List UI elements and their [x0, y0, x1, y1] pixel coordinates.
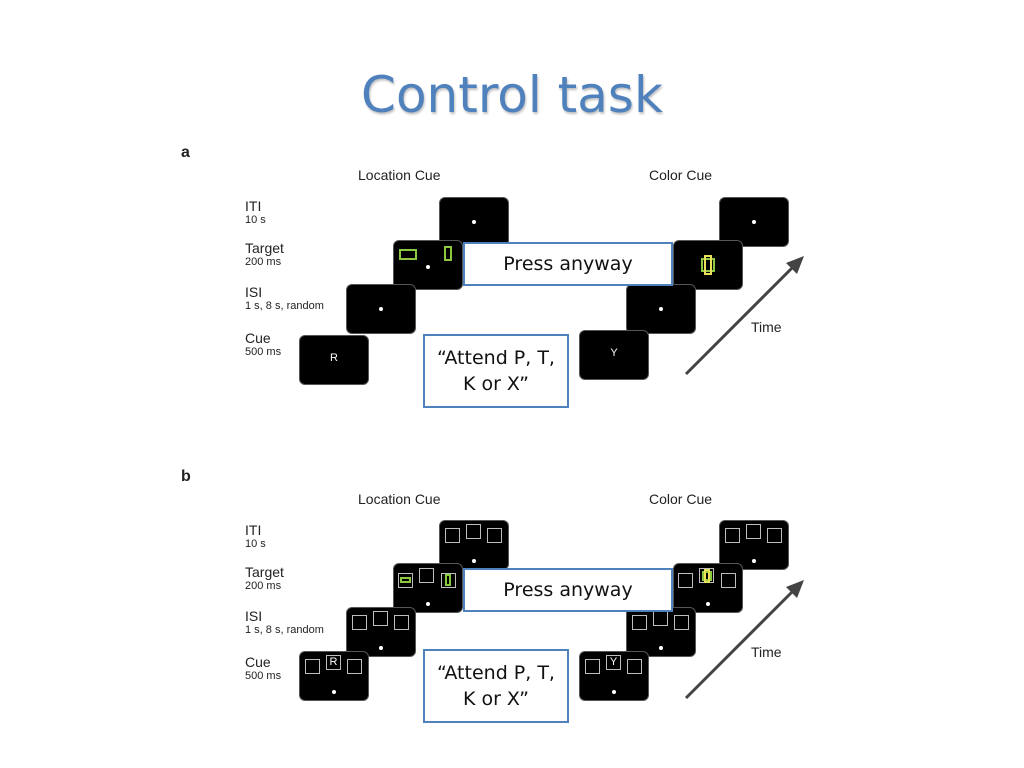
attend-callout: “Attend P, T, K or X” — [423, 334, 569, 408]
green-target-rect — [399, 249, 417, 260]
location-cue-heading: Location Cue — [358, 167, 441, 183]
placeholder-square — [678, 573, 693, 588]
green-target-square — [701, 258, 715, 272]
attend-line: K or X” — [462, 373, 530, 395]
attend-line: “Attend P, T, — [437, 662, 555, 684]
placeholder-square — [347, 659, 362, 674]
yellow-target-rect — [704, 569, 710, 583]
green-target-square — [702, 571, 712, 581]
iti-screen — [719, 197, 789, 247]
color-cue-heading: Color Cue — [649, 167, 713, 183]
panel-letter: b — [181, 468, 191, 485]
press-anyway-callout: Press anyway — [463, 242, 673, 286]
location-cue-heading: Location Cue — [358, 491, 441, 507]
fixation-dot — [332, 690, 336, 694]
cue-screen: Y — [579, 651, 649, 701]
fixation-dot — [379, 307, 383, 311]
placeholder-square — [305, 659, 320, 674]
time-label: Time — [751, 644, 782, 660]
cue-screen: R — [299, 335, 369, 385]
placeholder-square — [441, 573, 456, 588]
green-target-rect — [400, 577, 411, 583]
press-anyway-callout: Press anyway — [463, 568, 673, 612]
attend-line: K or X” — [462, 688, 530, 710]
fixation-dot — [472, 220, 476, 224]
placeholder-square — [746, 524, 761, 539]
green-target-rect — [445, 574, 451, 586]
time-arrow — [684, 580, 804, 700]
yellow-target-rect — [704, 255, 712, 275]
cue-letter: R — [330, 352, 338, 364]
color-cue-heading: Color Cue — [649, 491, 713, 507]
placeholder-square — [674, 615, 689, 630]
iti-screen — [719, 520, 789, 570]
target-screen — [673, 563, 743, 613]
placeholder-square — [721, 573, 736, 588]
isi-screen — [346, 607, 416, 657]
fixation-dot — [659, 646, 663, 650]
placeholder-square — [487, 528, 502, 543]
fixation-dot — [706, 602, 710, 606]
placeholder-square — [653, 611, 668, 626]
slide-title: Control task — [361, 66, 663, 124]
cue-letter: Y — [606, 655, 621, 670]
fixation-dot — [426, 602, 430, 606]
placeholder-square — [585, 659, 600, 674]
fixation-dot — [752, 220, 756, 224]
placeholder-square — [373, 611, 388, 626]
placeholder-square — [419, 568, 434, 583]
attend-line: “Attend P, T, — [437, 347, 555, 369]
cue-screen: R — [299, 651, 369, 701]
cue-letter: Y — [610, 347, 618, 359]
placeholder-square — [394, 615, 409, 630]
green-target-rect — [444, 246, 452, 261]
fixation-dot — [472, 559, 476, 563]
cue-screen: Y — [579, 330, 649, 380]
isi-screen — [626, 284, 696, 334]
placeholder-square — [398, 573, 413, 588]
fixation-dot — [379, 646, 383, 650]
attend-callout: “Attend P, T, K or X” — [423, 649, 569, 723]
target-screen — [393, 240, 463, 290]
placeholder-square — [632, 615, 647, 630]
placeholder-square — [352, 615, 367, 630]
iti-screen — [439, 197, 509, 247]
placeholder-square — [725, 528, 740, 543]
panel-letter: a — [181, 144, 190, 161]
time-arrow — [684, 256, 804, 376]
placeholder-square — [445, 528, 460, 543]
fixation-dot — [659, 307, 663, 311]
fixation-dot — [612, 690, 616, 694]
iti-screen — [439, 520, 509, 570]
cue-letter: R — [326, 655, 341, 670]
placeholder-square — [627, 659, 642, 674]
time-label: Time — [751, 319, 782, 335]
placeholder-square — [767, 528, 782, 543]
target-screen — [393, 563, 463, 613]
placeholder-square — [466, 524, 481, 539]
target-screen — [673, 240, 743, 290]
fixation-dot — [752, 559, 756, 563]
isi-screen — [346, 284, 416, 334]
fixation-dot — [426, 265, 430, 269]
